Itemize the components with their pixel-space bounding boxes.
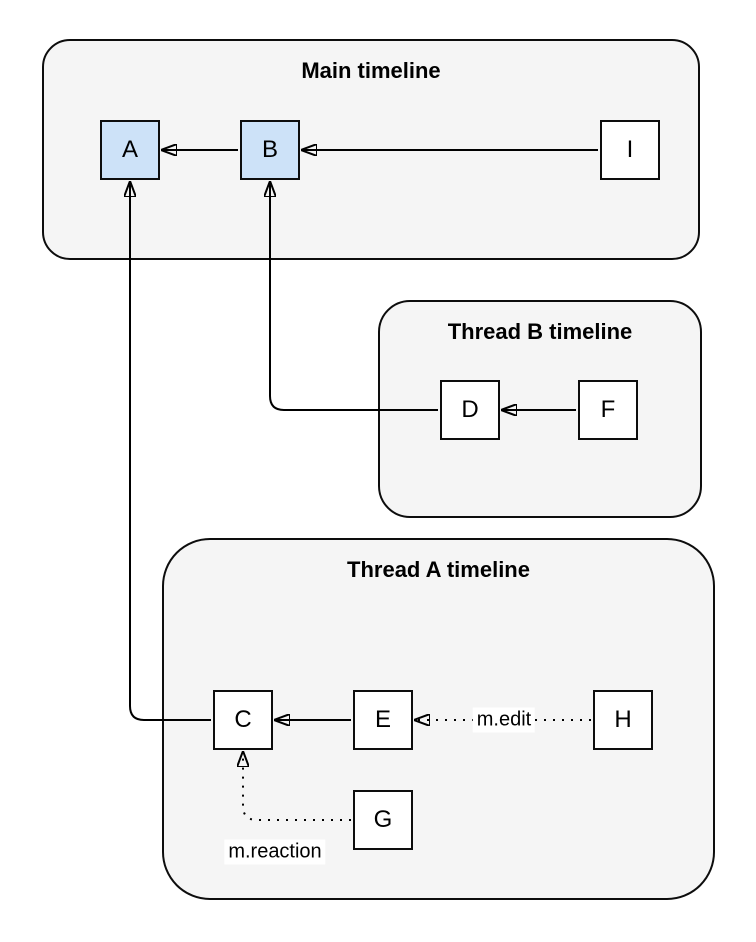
node-G-label: G xyxy=(373,806,393,833)
node-E-label: E xyxy=(374,706,391,733)
node-H: H xyxy=(593,690,653,750)
node-C: C xyxy=(213,690,273,750)
node-E: E xyxy=(353,690,413,750)
node-D: D xyxy=(440,380,500,440)
node-A-label: A xyxy=(121,136,138,163)
group-thread-b-timeline: Thread B timeline xyxy=(378,300,702,518)
node-G: G xyxy=(353,790,413,850)
node-F: F xyxy=(578,380,638,440)
group-title-thread-a-timeline: Thread A timeline xyxy=(347,557,530,582)
node-I-label: I xyxy=(626,136,634,163)
node-A: A xyxy=(100,120,160,180)
node-I: I xyxy=(600,120,660,180)
edge-label-m-reaction: m.reaction xyxy=(224,839,326,865)
node-C-label: C xyxy=(234,706,252,733)
node-H-label: H xyxy=(614,706,632,733)
node-B-label: B xyxy=(261,136,278,163)
node-F-label: F xyxy=(600,396,616,423)
group-title-main-timeline: Main timeline xyxy=(301,58,441,83)
edge-label-m-edit: m.edit xyxy=(472,707,536,733)
group-title-thread-b-timeline: Thread B timeline xyxy=(447,319,633,344)
node-D-label: D xyxy=(461,396,479,423)
node-B: B xyxy=(240,120,300,180)
